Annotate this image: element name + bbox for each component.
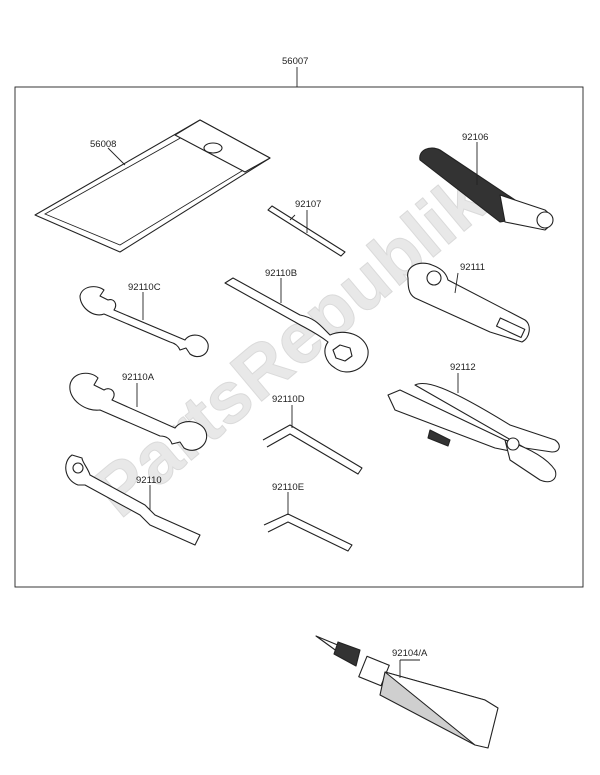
label-92110e[interactable]: 92110E: [272, 482, 304, 493]
label-92111[interactable]: 92111: [460, 262, 485, 273]
hook-wrench-92110[interactable]: [65, 454, 201, 546]
hex-key-92110d[interactable]: [262, 424, 363, 475]
label-92110d[interactable]: 92110D: [272, 394, 305, 405]
kit-frame: [14, 86, 584, 588]
hex-key-92110e[interactable]: [263, 513, 353, 552]
label-92104a[interactable]: 92104/A: [392, 648, 428, 659]
label-92106[interactable]: 92106: [462, 132, 488, 143]
label-56008[interactable]: 56008: [90, 139, 116, 150]
screwdriver-handle[interactable]: [419, 147, 554, 231]
label-92110b[interactable]: 92110B: [265, 268, 297, 279]
wrench-92110a[interactable]: [69, 372, 208, 451]
screwdriver-bit[interactable]: [267, 205, 346, 257]
tool-pouch[interactable]: [34, 119, 271, 253]
label-92107[interactable]: 92107: [295, 199, 321, 210]
label-92112[interactable]: 92112: [450, 362, 476, 373]
wrench-92110c[interactable]: [79, 286, 209, 358]
sealant-tube[interactable]: [315, 635, 499, 749]
wrench-92110b[interactable]: [224, 277, 369, 373]
wrench-92111[interactable]: [407, 262, 530, 343]
label-92110c[interactable]: 92110C: [128, 282, 161, 293]
pliers[interactable]: [387, 382, 560, 483]
label-92110a[interactable]: 92110A: [122, 372, 155, 383]
label-92110[interactable]: 92110: [136, 475, 162, 486]
label-56007[interactable]: 56007: [282, 56, 308, 67]
